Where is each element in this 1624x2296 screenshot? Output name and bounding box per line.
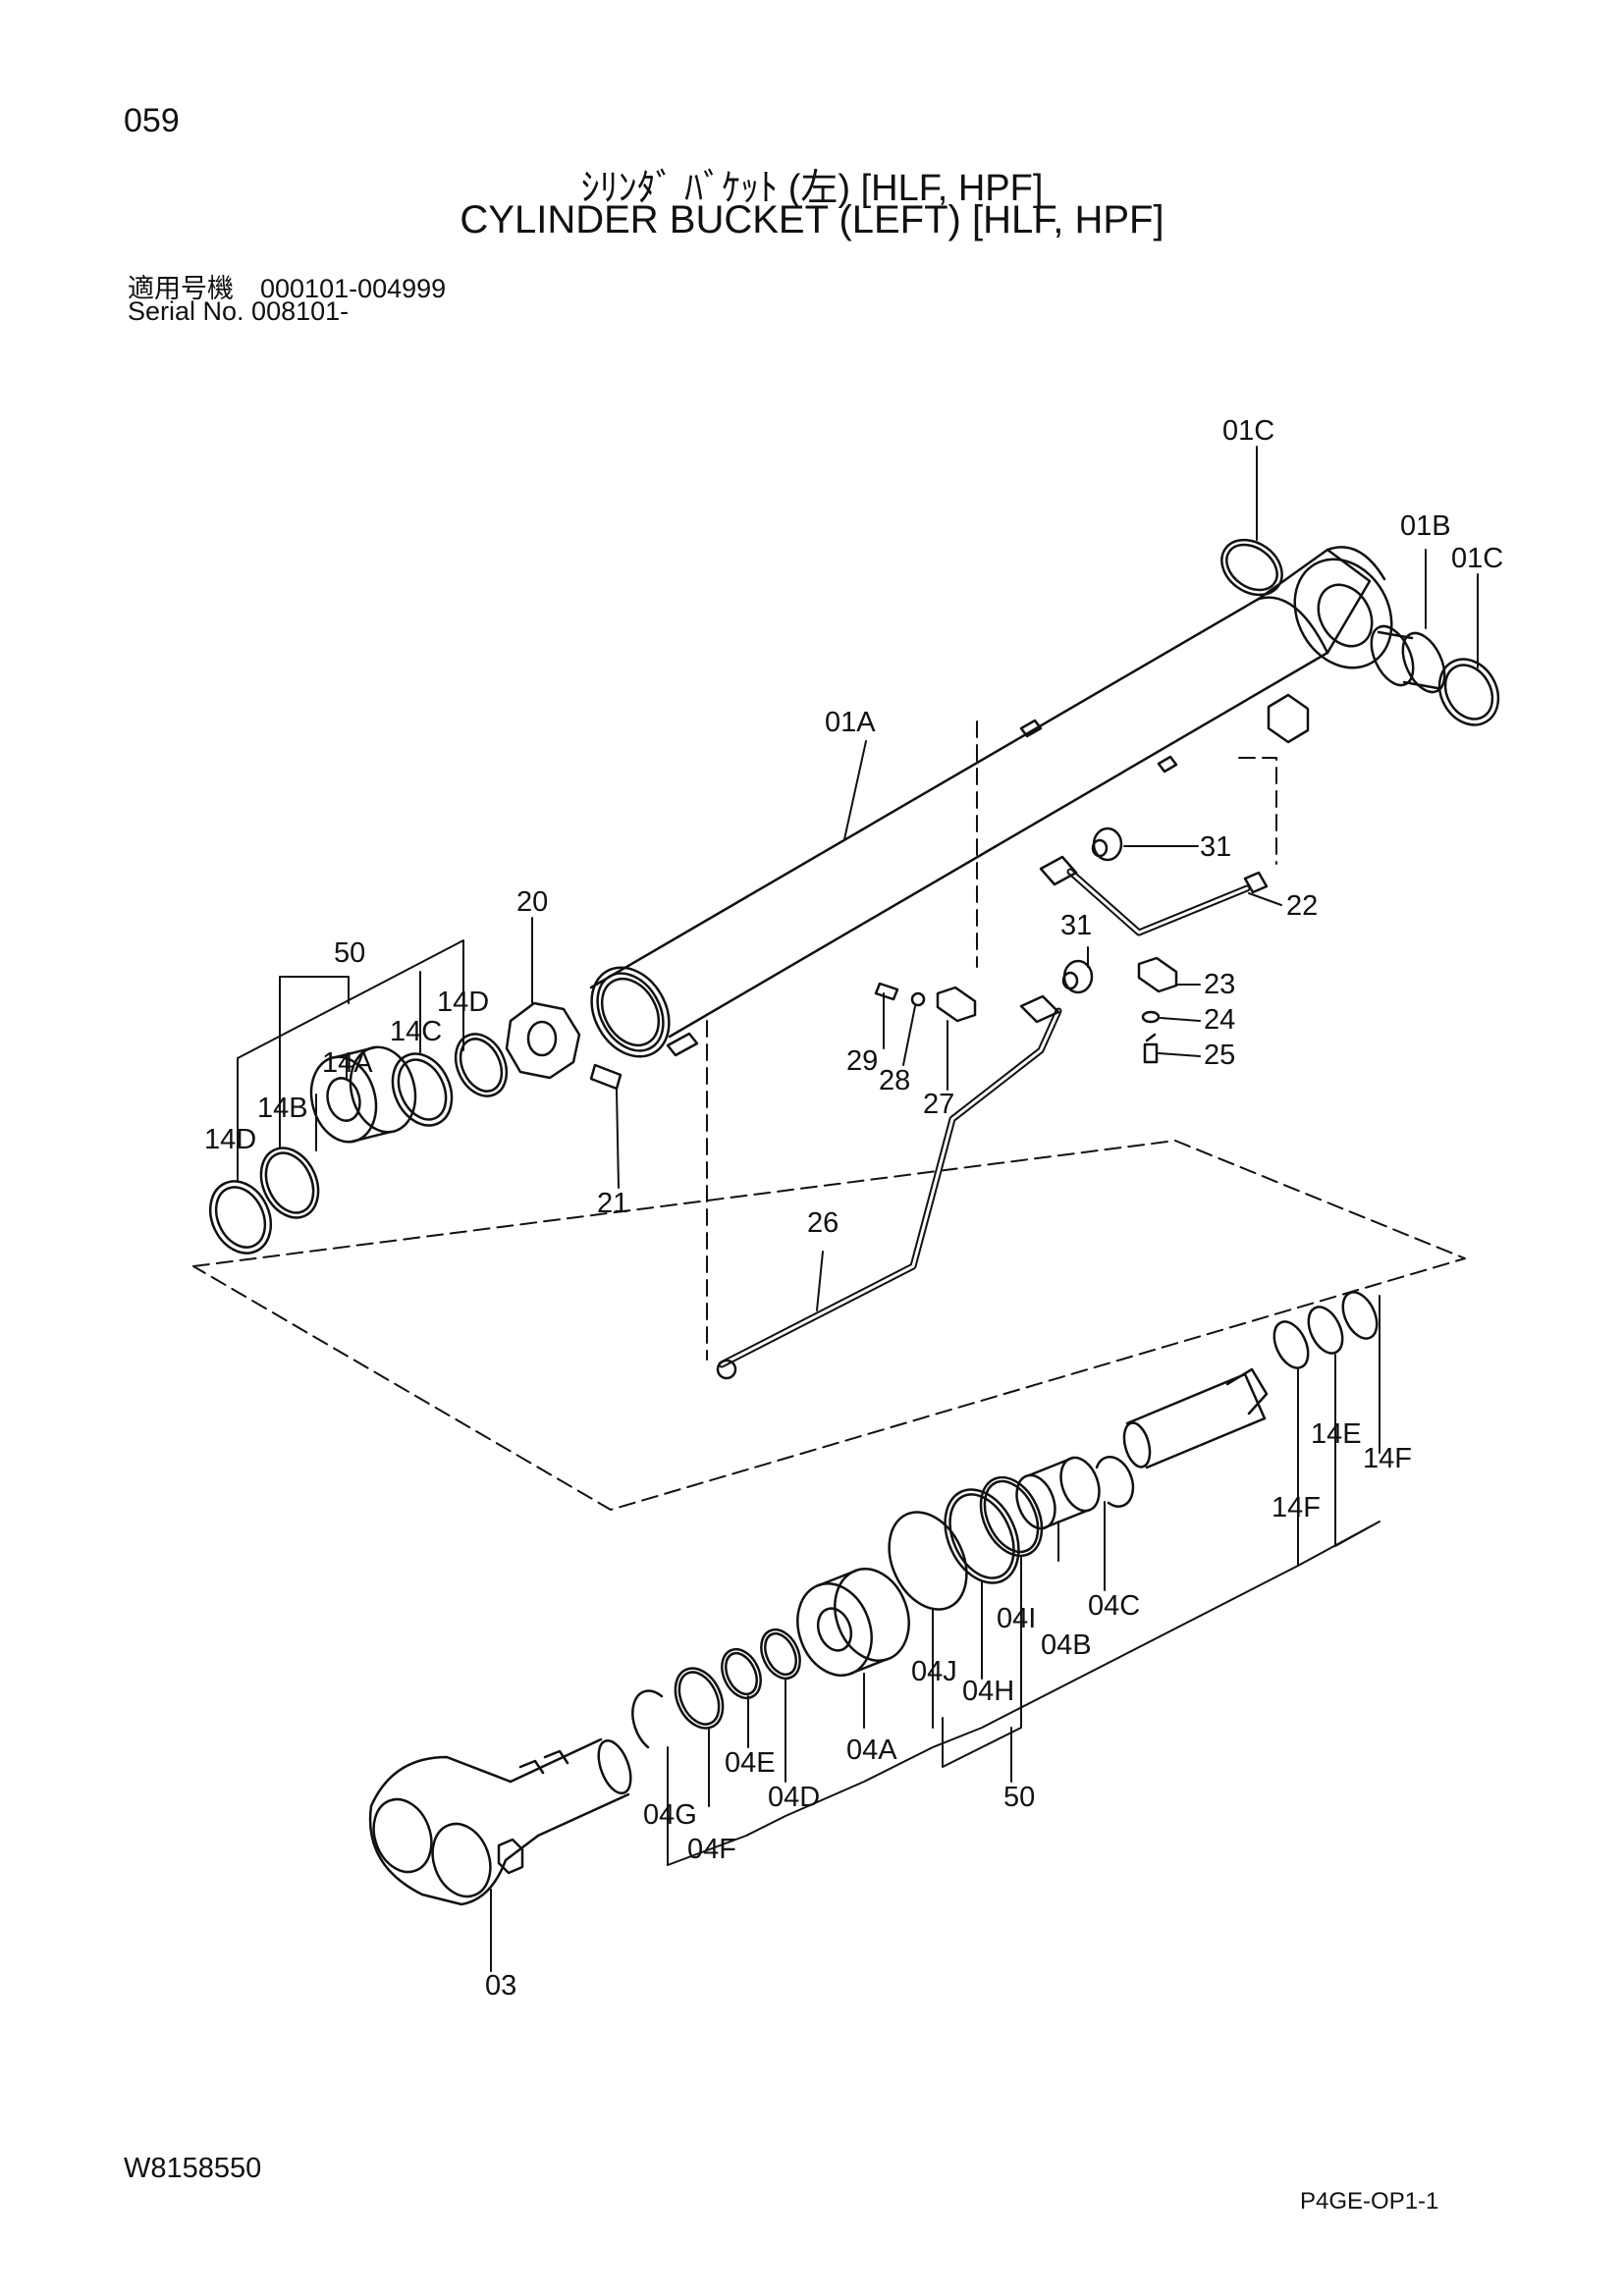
callout-20: 20 xyxy=(516,886,548,918)
washer-28 xyxy=(910,991,926,1007)
serial-range-japanese: 適用号機 000101-004999 xyxy=(128,274,447,303)
callout-04d: 04D xyxy=(768,1782,820,1813)
ring-04d xyxy=(760,1628,801,1681)
callout-23: 23 xyxy=(1204,969,1235,1000)
pipe-26 xyxy=(716,994,1062,1380)
bushing-01b xyxy=(1370,624,1446,694)
callout-31-mid: 31 xyxy=(1060,910,1092,941)
reference-code: P4GE-OP1-1 xyxy=(1300,2188,1439,2215)
callout-50-top: 50 xyxy=(334,937,365,969)
callout-14f-left: 14F xyxy=(1272,1492,1321,1523)
callout-50-bottom: 50 xyxy=(1003,1782,1035,1813)
callout-04a: 04A xyxy=(846,1735,897,1766)
callout-14b: 14B xyxy=(257,1093,308,1124)
callout-01b: 01B xyxy=(1400,510,1451,542)
serial-number: Serial No. 008101- xyxy=(128,296,350,326)
bolt-25 xyxy=(1143,1033,1159,1064)
washer-24 xyxy=(1141,1010,1161,1024)
retaining-ring-04g xyxy=(631,1689,664,1749)
screw-21 xyxy=(589,1063,623,1091)
callout-01a: 01A xyxy=(825,707,876,738)
ring-14d-upper xyxy=(454,1033,509,1097)
callout-04j: 04J xyxy=(911,1656,957,1687)
page-number: 059 xyxy=(124,102,180,139)
fitting-31-mid xyxy=(1061,959,1094,994)
nut-20 xyxy=(505,1001,581,1080)
callout-14d-lower: 14D xyxy=(204,1124,256,1155)
ring-14b xyxy=(259,1147,320,1219)
seal-ring-01c-top xyxy=(1220,538,1283,597)
seal-ring-01c-right xyxy=(1437,658,1500,726)
callout-01c-top: 01C xyxy=(1222,415,1274,447)
callout-04i: 04I xyxy=(997,1603,1036,1634)
callout-14c: 14C xyxy=(390,1016,442,1047)
callout-22: 22 xyxy=(1286,890,1318,922)
callout-04h: 04H xyxy=(962,1676,1014,1707)
seal-04i xyxy=(979,1475,1044,1558)
clamp-27 xyxy=(936,986,977,1023)
document-code: W8158550 xyxy=(124,2153,262,2184)
pipe-22 xyxy=(1039,855,1269,936)
callout-24: 24 xyxy=(1204,1004,1235,1036)
clamp-23 xyxy=(1137,956,1178,993)
title-english: CYLINDER BUCKET (LEFT) [HLF, HPF] xyxy=(460,198,1164,241)
callout-31-top: 31 xyxy=(1200,831,1231,863)
ring-04e xyxy=(721,1647,762,1700)
callout-27: 27 xyxy=(923,1089,954,1120)
rings-14e-14f xyxy=(1272,1291,1379,1369)
callout-25: 25 xyxy=(1204,1040,1235,1071)
seal-04j xyxy=(888,1511,968,1611)
ring-04f xyxy=(674,1667,725,1730)
callout-04c: 04C xyxy=(1088,1590,1140,1622)
alignment-dashed-lines xyxy=(192,721,1466,1511)
callout-28: 28 xyxy=(879,1065,910,1096)
cylinder-eye-end xyxy=(1257,546,1393,744)
rod-cover-04a xyxy=(796,1567,910,1678)
callout-14e: 14E xyxy=(1311,1418,1362,1450)
title-japanese: ｼﾘﾝﾀﾞ ﾊﾞｹｯﾄ (左) [HLF, HPF] xyxy=(580,168,1044,209)
ring-14c xyxy=(391,1052,454,1127)
callout-03: 03 xyxy=(485,1970,516,2002)
seal-04h xyxy=(944,1488,1020,1584)
callout-14f-right: 14F xyxy=(1363,1443,1412,1474)
callout-21: 21 xyxy=(597,1188,628,1219)
ring-14d-lower xyxy=(208,1180,273,1255)
bushing-04b xyxy=(1015,1456,1101,1530)
piston-14a xyxy=(309,1045,417,1144)
callout-29: 29 xyxy=(846,1045,878,1077)
callout-labels: 01C 01B 01C 01A 31 22 31 23 24 25 29 28 … xyxy=(204,415,1503,2002)
rod-stub xyxy=(1122,1367,1269,1469)
callout-14a: 14A xyxy=(322,1047,373,1079)
retaining-ring-04c xyxy=(1095,1456,1135,1508)
bolt-29 xyxy=(874,982,899,1001)
callout-04e: 04E xyxy=(725,1747,776,1779)
callout-26: 26 xyxy=(807,1207,839,1239)
cylinder-tube xyxy=(589,596,1329,1058)
leader-lines xyxy=(237,446,1479,1972)
fitting-31-top xyxy=(1091,827,1123,862)
callout-14d-upper: 14D xyxy=(437,987,489,1018)
callout-01c-right: 01C xyxy=(1451,543,1503,574)
callout-04g: 04G xyxy=(643,1799,697,1831)
callout-04f: 04F xyxy=(687,1834,736,1865)
callout-04b: 04B xyxy=(1041,1629,1092,1661)
rod-with-eye-03 xyxy=(368,1737,632,1906)
